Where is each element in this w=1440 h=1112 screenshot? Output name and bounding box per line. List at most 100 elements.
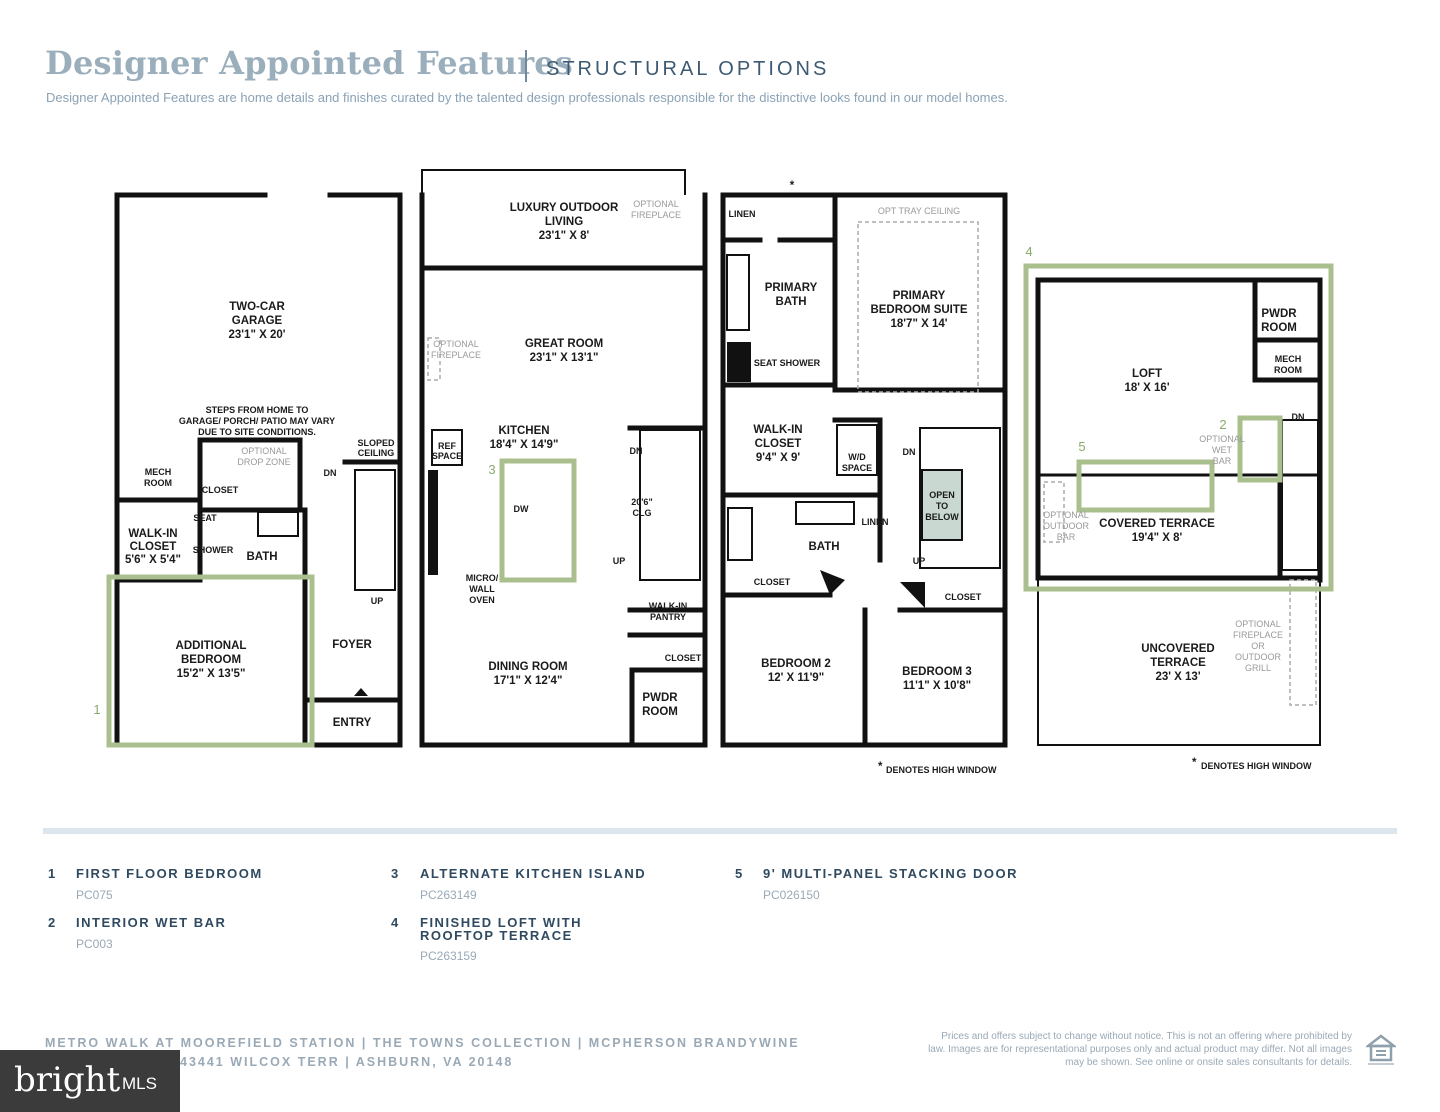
walkin3-label-2: CLOSET <box>755 438 802 450</box>
drop-zone-2: DROP ZONE <box>237 457 290 467</box>
dining-label-1: DINING ROOM <box>488 661 567 673</box>
foyer-label: FOYER <box>332 639 372 651</box>
clg-label-1: 20'6" <box>631 497 652 507</box>
uncovered-terrace-outline <box>1037 580 1321 746</box>
floor2-walls <box>419 192 708 748</box>
pantry-label-1: WALK-IN <box>649 601 688 611</box>
floor3-stair <box>919 427 1001 569</box>
floor4-note-star: * <box>1192 757 1197 769</box>
floor4-pwdr-2: ROOM <box>1261 322 1297 334</box>
fireplace-left-2: FIREPLACE <box>431 350 481 360</box>
floor1-up: UP <box>371 596 384 606</box>
watermark: bright MLS <box>0 1050 180 1112</box>
legend-num: 5 <box>735 866 743 881</box>
shower-label: SHOWER <box>193 545 234 555</box>
closet-right-label: CLOSET <box>945 592 982 602</box>
entry-arrow <box>354 688 368 696</box>
outdoor-label-1: LUXURY OUTDOOR <box>510 202 619 214</box>
legend-num: 1 <box>48 866 56 881</box>
option-5-box <box>1076 459 1215 513</box>
fireplace-top-1: OPTIONAL <box>633 199 679 209</box>
floor4-note: DENOTES HIGH WINDOW <box>1201 761 1312 771</box>
wet-bar-1: OPTIONAL <box>1199 434 1245 444</box>
page-subtitle: STRUCTURAL OPTIONS <box>546 58 830 80</box>
grill-label-5: GRILL <box>1245 663 1271 673</box>
wd-box <box>836 424 878 476</box>
pantry-label-2: PANTRY <box>650 612 686 622</box>
walkin3-label-3: 9'4" X 9' <box>756 452 800 464</box>
dw-label: DW <box>514 504 529 514</box>
garage-label-2: GARAGE <box>232 315 283 327</box>
steps-note-3: DUE TO SITE CONDITIONS. <box>198 427 316 437</box>
option-3-marker: 3 <box>488 462 495 477</box>
legend-num: 3 <box>391 866 399 881</box>
ref-space-box <box>431 429 463 466</box>
floor2-up: UP <box>613 556 626 566</box>
seat-shower-label: SEAT SHOWER <box>754 358 821 368</box>
bed3-label-2: 11'1" X 10'8" <box>903 680 971 692</box>
tub <box>727 507 753 561</box>
kitchen-label-2: 18'4" X 14'9" <box>490 439 559 451</box>
grill-label-4: OUTDOOR <box>1235 652 1281 662</box>
footer-address: 43441 WILCOX TERR | ASHBURN, VA 20148 <box>180 1055 514 1069</box>
floor3-note-star: * <box>878 761 883 773</box>
great-room-label-2: 23'1" X 13'1" <box>530 352 599 364</box>
option-4-marker: 4 <box>1025 244 1032 259</box>
legend-code: PC003 <box>76 937 113 951</box>
floor1-vanity <box>257 511 299 537</box>
bed2-label-2: 12' X 11'9" <box>768 672 824 684</box>
bed2-label-1: BEDROOM 2 <box>761 658 831 670</box>
dining-label-2: 17'1" X 12'4" <box>494 675 563 687</box>
floor4-stair <box>1281 419 1319 571</box>
door-wedge-left <box>820 570 845 595</box>
legend-code: PC026150 <box>763 888 820 902</box>
open-label-1: OPEN <box>929 490 955 500</box>
mech-label-2: ROOM <box>144 478 172 488</box>
legend-num: 2 <box>48 915 56 930</box>
legend-name: ALTERNATE KITCHEN ISLAND <box>420 866 647 881</box>
micro-label-2: WALL <box>469 584 495 594</box>
floor2-dn: DN <box>630 446 643 456</box>
seat-label: SEAT <box>193 513 217 523</box>
linen-top-label: LINEN <box>729 209 756 219</box>
walkin-label-1: WALK-IN <box>128 528 177 540</box>
fireplace-top-2: FIREPLACE <box>631 210 681 220</box>
tray-ceiling-outline <box>857 221 979 393</box>
legend-code: PC263149 <box>420 888 477 902</box>
door-wedge-right <box>900 582 925 608</box>
uncovered-label-1: UNCOVERED <box>1141 643 1214 655</box>
outdoor-bar-outline <box>1043 481 1065 543</box>
legend-code: PC075 <box>76 888 113 902</box>
outdoor-label-2: LIVING <box>545 216 583 228</box>
floor1-dn: DN <box>324 468 337 478</box>
walkin3-label-1: WALK-IN <box>753 424 802 436</box>
linen-label: LINEN <box>862 517 889 527</box>
shower-seat-block <box>727 342 751 382</box>
option-4-box <box>1023 263 1334 592</box>
floor-plans: TWO-CAR GARAGE 23'1" X 20' STEPS FROM HO… <box>93 169 1334 775</box>
option-2-box <box>1237 415 1283 483</box>
bedroom-label-1: ADDITIONAL <box>176 640 247 652</box>
uncovered-label-3: 23' X 13' <box>1155 671 1200 683</box>
sloped-label-2: CEILING <box>358 448 395 458</box>
open-to-below <box>921 469 963 541</box>
section-divider <box>43 828 1397 834</box>
walkin-label-3: 5'6" X 5'4" <box>125 554 181 566</box>
steps-note-1: STEPS FROM HOME TO <box>206 405 309 415</box>
suite-label-1: PRIMARY <box>893 290 946 302</box>
outdoor-living-outline <box>421 169 686 195</box>
bedroom-label-3: 15'2" X 13'5" <box>177 668 246 680</box>
floor1-bath-label: BATH <box>246 551 277 563</box>
floor2-pwdr-1: PWDR <box>642 692 678 704</box>
floor3-walls <box>720 192 1008 748</box>
floor3-dn: DN <box>903 447 916 457</box>
floor2-pwdr-2: ROOM <box>642 706 678 718</box>
micro-label-1: MICRO/ <box>466 573 499 583</box>
option-1-box <box>106 574 315 748</box>
garage-label-1: TWO-CAR <box>229 301 285 313</box>
floor1-stair <box>354 469 396 591</box>
wet-bar-2: WET <box>1212 445 1232 455</box>
grill-label-2: FIREPLACE <box>1233 630 1283 640</box>
floor1-walls <box>114 192 403 748</box>
ref-label-2: SPACE <box>432 451 462 461</box>
